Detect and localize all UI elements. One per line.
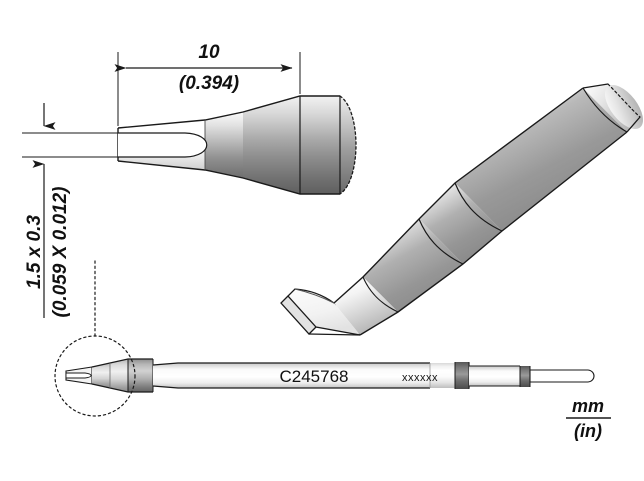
isometric-view xyxy=(280,83,644,336)
iso-end-face-fill xyxy=(604,85,644,129)
length-metric-value: 10 xyxy=(198,42,220,63)
assembly-shaft-bottom xyxy=(152,385,430,389)
iso-joint-cone xyxy=(362,276,399,313)
assembly-shaft-fill xyxy=(153,363,430,388)
side-view-top-outline xyxy=(117,95,340,129)
side-view-chisel-face-outline xyxy=(118,132,208,158)
tip-dimension: 1.5 x 0.3 xyxy=(22,103,122,318)
iso-cone-fill xyxy=(363,219,463,312)
iso-joint-shoulder xyxy=(418,218,464,265)
part-number-label: C245768 xyxy=(279,367,348,386)
iso-blade-face-fill xyxy=(288,289,360,335)
iso-blade-outline xyxy=(287,288,361,336)
iso-blade-inner-curve xyxy=(294,288,335,304)
side-view-chisel-face-fill xyxy=(118,133,207,157)
iso-blade-edge-fill xyxy=(281,296,316,334)
side-view-barrel xyxy=(300,96,340,194)
length-imperial-value: (0.394) xyxy=(179,73,239,94)
iso-joint-rear xyxy=(582,87,628,133)
side-view-break-edge xyxy=(339,95,357,195)
side-view-blade-cone xyxy=(205,112,243,178)
units-metric-label: mm xyxy=(572,396,604,416)
detail-side-view: 10 (0.394) 1.5 x 0.3 1.5 x 0.3 (0.059 X … xyxy=(22,42,357,318)
assembly-band-1 xyxy=(455,362,469,389)
iso-blade-lower-edge xyxy=(308,333,361,336)
side-view-end-cap-fill xyxy=(340,96,356,194)
units-note: mm (in) xyxy=(566,396,611,441)
length-dimension: 10 (0.394) xyxy=(114,42,301,126)
assembly-tip-bottom-outline xyxy=(91,383,153,393)
serial-placeholder-label: xxxxxx xyxy=(402,372,438,384)
iso-rear-break-edge xyxy=(607,83,641,118)
tip-metric-group: 1.5 x 0.3 xyxy=(24,215,45,289)
assembly-pin xyxy=(529,369,595,383)
tip-imperial-text: (0.059 X 0.012) xyxy=(50,187,71,318)
iso-rear-stub-top xyxy=(582,83,609,89)
assembly-tip-flare-fill xyxy=(110,359,128,392)
assembly-tip-barrel-fill xyxy=(128,359,153,392)
tip-imperial-group: (0.059 X 0.012) xyxy=(50,187,71,318)
side-view-bottom-outline xyxy=(117,160,340,195)
assembly-band-2 xyxy=(520,366,530,387)
assembly-tip-top-outline xyxy=(91,358,153,368)
tip-metric-text: 1.5 x 0.3 xyxy=(24,215,45,289)
iso-rear-stub-bottom xyxy=(626,116,641,133)
units-imperial-label: (in) xyxy=(574,421,602,441)
assembly-rear-section-fill xyxy=(469,366,520,386)
side-view-cone xyxy=(243,96,300,194)
iso-joint-barrel xyxy=(454,182,503,232)
iso-blade-tip-outline xyxy=(280,295,317,335)
full-assembly-view: C245768 xxxxxx xyxy=(54,257,595,417)
iso-shoulder-fill xyxy=(419,183,502,264)
assembly-blade-face xyxy=(65,372,92,379)
side-view-body xyxy=(117,95,357,195)
iso-collar-fill xyxy=(334,277,398,335)
assembly-shaft-top xyxy=(152,362,430,366)
assembly-tip-cone-fill xyxy=(92,363,110,388)
iso-barrel-fill xyxy=(455,88,627,231)
